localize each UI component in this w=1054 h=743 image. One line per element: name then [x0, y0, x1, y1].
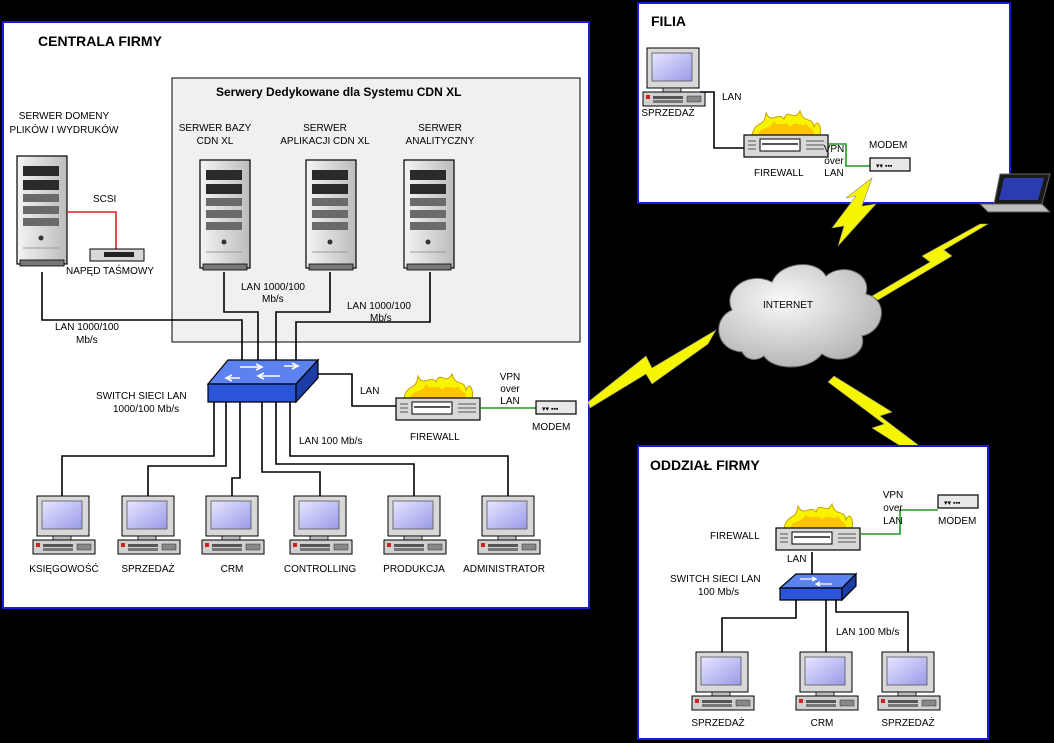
workstation-label: ADMINISTRATOR [463, 564, 545, 575]
tape-drive-label: NAPĘD TAŚMOWY [66, 264, 154, 277]
division-switch-icon [778, 572, 858, 602]
division-vpn-link [860, 509, 938, 535]
branch-pc-label: SPRZEDAŻ [641, 106, 694, 119]
branch-title: FILIA [651, 13, 686, 29]
branch-modem-label: MODEM [869, 140, 907, 151]
workstation-sprzedaz-icon [117, 495, 181, 555]
division-vpn-label-1: VPN [883, 490, 904, 501]
division-vpn-label-2: over [883, 503, 903, 514]
app-server-label-1: SERWER [303, 123, 347, 134]
db-server-label-2: CDN XL [197, 136, 234, 147]
division-title: ODDZIAŁ FIRMY [650, 457, 760, 473]
workstation-produkcja-icon [383, 495, 447, 555]
branch-panel: FILIA SPRZEDAŻ LAN FIREWALL VPN over LAN… [637, 2, 1011, 204]
hq-title: CENTRALA FIRMY [38, 33, 163, 49]
lightning-branch [831, 177, 877, 247]
division-workstation-label: SPRZEDAŻ [691, 716, 744, 729]
branch-vpn-label-1: VPN [824, 144, 845, 155]
division-workstation-links [721, 600, 909, 654]
lightning-hq [587, 329, 717, 409]
domain-server-icon [16, 155, 68, 267]
division-switch-label-2: 100 Mb/s [698, 587, 739, 598]
hq-lan-link [318, 373, 396, 407]
lan-domain-label-2: Mb/s [76, 335, 98, 346]
division-workstation-label: CRM [811, 718, 834, 729]
lan-analytic-label-1: LAN 1000/100 [347, 301, 411, 312]
hq-switch-label-1: SWITCH SIECI LAN [96, 391, 187, 402]
division-crm-icon [795, 651, 859, 711]
hq-vpn-label-3: LAN [500, 396, 519, 407]
scsi-label: SCSI [93, 194, 116, 205]
workstation-crm-icon [201, 495, 265, 555]
app-server-icon [305, 159, 357, 271]
workstation-label: CRM [221, 564, 244, 575]
branch-firewall-label: FIREWALL [754, 168, 804, 179]
db-server-label-1: SERWER BAZY [179, 123, 252, 134]
analytic-server-icon [403, 159, 455, 271]
domain-server-label-2: PLIKÓW I WYDRUKÓW [10, 123, 119, 136]
hq-modem-icon [535, 400, 577, 415]
branch-modem-icon [869, 157, 911, 172]
hq-lan-label: LAN [360, 386, 379, 397]
hq-modem-label: MODEM [532, 422, 570, 433]
lightning-laptop [871, 223, 990, 301]
division-sprzedaz-2-icon [877, 651, 941, 711]
app-server-label-2: APLIKACJI CDN XL [280, 136, 370, 147]
branch-vpn-link [828, 143, 870, 167]
workstation-label: SPRZEDAŻ [121, 562, 174, 575]
domain-server-label-1: SERWER DOMENY [19, 111, 110, 122]
laptop-icon [978, 173, 1052, 213]
branch-pc-icon [642, 47, 706, 107]
hq-firewall-label: FIREWALL [410, 432, 460, 443]
workstation-label: PRODUKCJA [383, 564, 445, 575]
division-firewall-label: FIREWALL [710, 531, 760, 542]
branch-vpn-label-3: LAN [824, 168, 843, 179]
hq-switch-label-2: 1000/100 Mb/s [113, 404, 179, 415]
division-sprzedaz-1-icon [691, 651, 755, 711]
division-modem-icon [937, 494, 979, 509]
division-lan100-label: LAN 100 Mb/s [836, 627, 899, 638]
hq-panel: CENTRALA FIRMY Serwery Dedykowane dla Sy… [2, 21, 590, 609]
lan-servers-label-1: LAN 1000/100 [241, 282, 305, 293]
hq-switch-icon [206, 358, 320, 404]
workstation-label: CONTROLLING [284, 564, 356, 575]
tape-drive-icon [89, 248, 145, 262]
internet-cloud [718, 264, 882, 368]
division-modem-label: MODEM [938, 516, 976, 527]
division-workstation-label: SPRZEDAŻ [881, 716, 934, 729]
lightning-links [587, 177, 990, 467]
hq-vpn-label-2: over [500, 384, 520, 395]
division-lan-label: LAN [787, 554, 806, 565]
division-vpn-label-3: LAN [883, 516, 902, 527]
server-links [41, 272, 431, 362]
workstation-ksiegowosc-icon [32, 495, 96, 555]
branch-vpn-label-2: over [824, 156, 844, 167]
scsi-cable [67, 211, 117, 250]
hq-vpn-label-1: VPN [500, 372, 521, 383]
lan-servers-label-2: Mb/s [262, 294, 284, 305]
workstation-administrator-icon [477, 495, 541, 555]
division-panel: ODDZIAŁ FIRMY FIREWALL VPN over LAN MODE… [637, 445, 989, 740]
hq-lan100-label: LAN 100 Mb/s [299, 436, 362, 447]
workstation-controlling-icon [289, 495, 353, 555]
lan-domain-label-1: LAN 1000/100 [55, 322, 119, 333]
division-switch-label-1: SWITCH SIECI LAN [670, 574, 761, 585]
analytic-server-label-1: SERWER [418, 123, 462, 134]
analytic-server-label-2: ANALITYCZNY [406, 136, 475, 147]
lan-analytic-label-2: Mb/s [370, 313, 392, 324]
branch-lan-link [700, 91, 746, 149]
dedicated-servers-title: Serwery Dedykowane dla Systemu CDN XL [216, 85, 461, 99]
db-server-icon [199, 159, 251, 271]
internet-label: INTERNET [763, 300, 813, 311]
workstation-label: KSIĘGOWOŚĆ [29, 562, 98, 575]
workstation-links [61, 402, 509, 498]
branch-lan-label: LAN [722, 92, 741, 103]
